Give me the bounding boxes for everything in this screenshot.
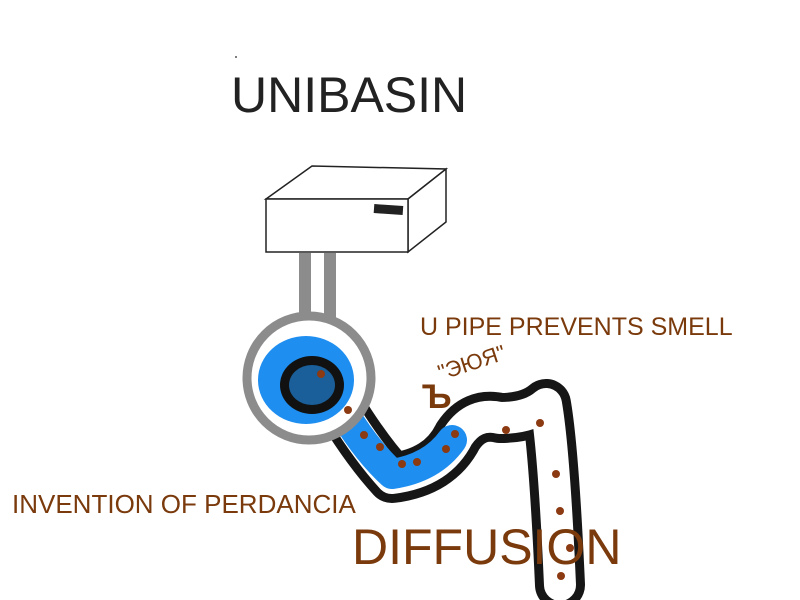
- glyph-annotation-large: Ъ: [422, 378, 452, 416]
- title: UNIBASIN: [231, 67, 468, 123]
- stray-dot: [235, 56, 237, 58]
- cistern-slot: [373, 204, 404, 216]
- invention-label: INVENTION OF PERDANCIA: [12, 489, 356, 519]
- smell-particles: [317, 370, 574, 580]
- basin: [242, 311, 376, 445]
- cistern-box: [263, 165, 449, 254]
- support-pipes: [299, 253, 336, 319]
- u-pipe: [317, 379, 585, 600]
- u-pipe-label: U PIPE PREVENTS SMELL: [420, 313, 733, 341]
- diffusion-label: DIFFUSION: [352, 519, 622, 575]
- trapped-water: [330, 400, 467, 489]
